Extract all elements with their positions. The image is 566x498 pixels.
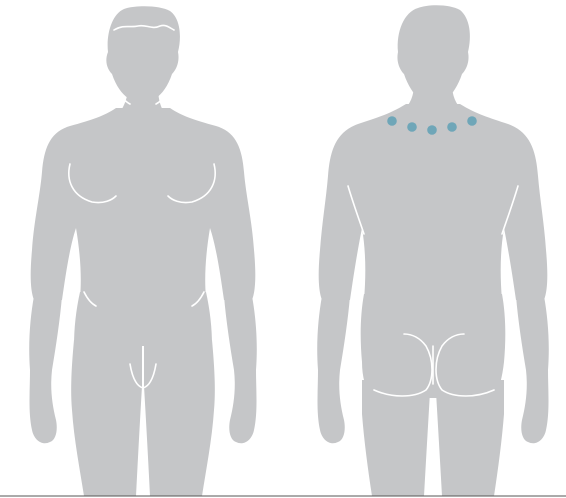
back-right-leg — [436, 380, 504, 496]
marked-point — [467, 116, 477, 126]
front-head — [106, 6, 180, 98]
front-right-forearm — [224, 296, 257, 443]
marked-point — [427, 125, 437, 135]
front-torso — [31, 108, 256, 300]
marked-point — [447, 122, 457, 132]
marked-point — [407, 122, 417, 132]
back-left-forearm — [317, 296, 350, 443]
front-left-forearm — [29, 296, 62, 443]
marked-point — [387, 116, 397, 126]
back-right-forearm — [516, 296, 549, 443]
front-view-figure — [29, 6, 257, 496]
back-left-leg — [362, 380, 430, 496]
front-pelvis — [74, 292, 212, 346]
back-view-figure — [317, 5, 549, 496]
front-right-leg — [144, 340, 215, 496]
front-left-leg — [71, 340, 142, 496]
